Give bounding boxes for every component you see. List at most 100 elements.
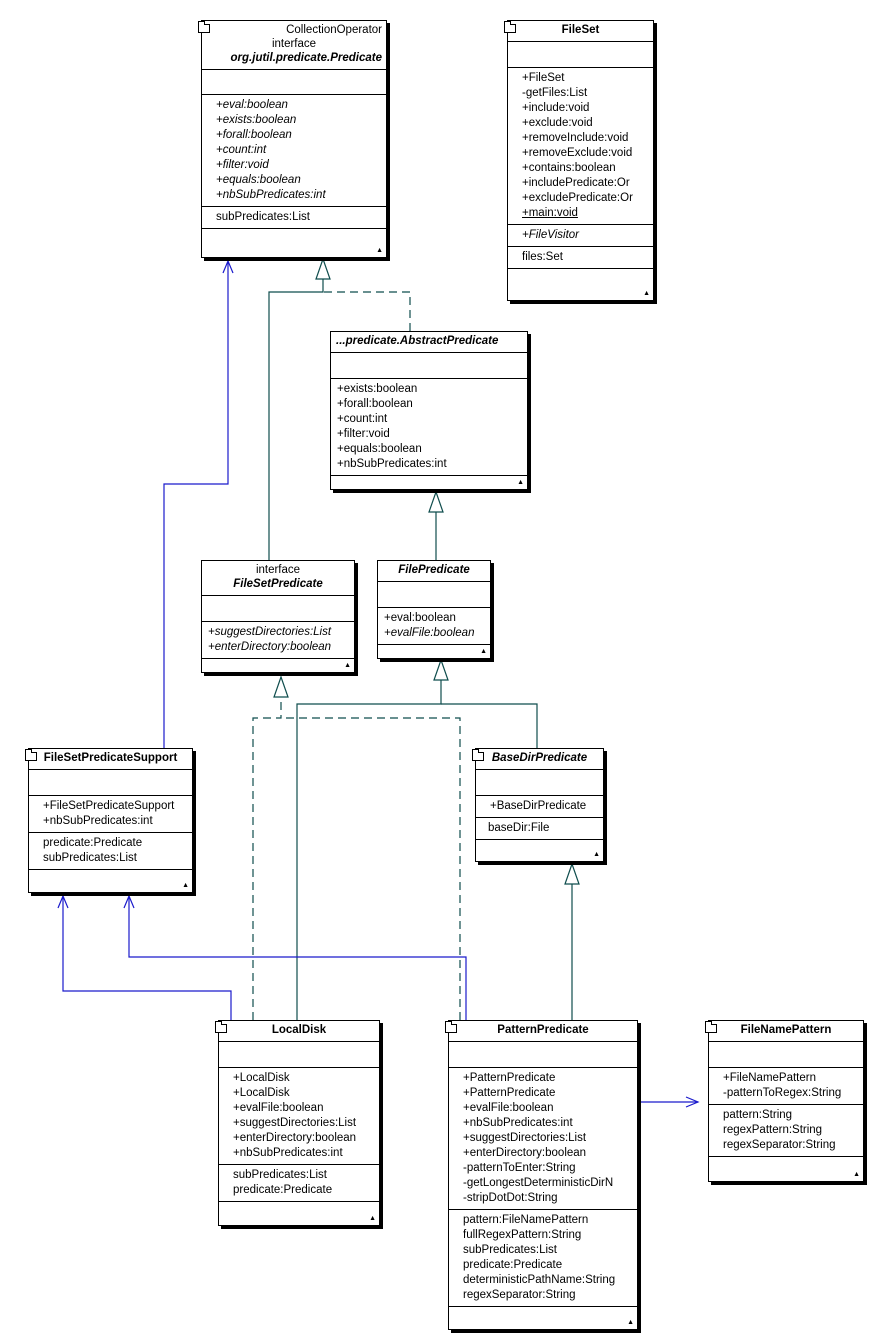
member-item: -patternToEnter:String (463, 1162, 576, 1174)
methods-section: +FileSetPredicateSupport +nbSubPredicates… (29, 796, 192, 833)
edge-abstractpredicate-implements-predicate (323, 291, 411, 331)
methods-section: +exists:boolean+forall:boolean+count:int… (331, 379, 527, 476)
edge-filesetpredicate-extends-predicate (268, 279, 324, 560)
class-header: interface FileSetPredicate (202, 561, 354, 596)
methods-section: +FileSet-getFiles:List+include:void+excl… (508, 68, 653, 225)
association-pattern-to-support (128, 896, 467, 1020)
lock-icon: ▲ (182, 882, 189, 889)
member-item: +forall:boolean (337, 398, 413, 410)
member-item: +eval:boolean (384, 612, 456, 624)
class-filenamepattern[interactable]: FileNamePattern +FileNamePattern-pattern… (705, 1020, 864, 1182)
member-item: regexSeparator:String (723, 1139, 836, 1151)
member-item: +FileNamePattern (723, 1072, 816, 1084)
class-fileset[interactable]: FileSet +FileSet-getFiles:List+include:v… (504, 20, 654, 301)
member-item: subPredicates:List (216, 211, 310, 223)
member-item: regexPattern:String (723, 1124, 823, 1136)
attributes-section (508, 42, 653, 68)
attributes-section (202, 596, 354, 622)
class-filesetpredicatesupport[interactable]: FileSetPredicateSupport +FileSetPredicat… (25, 748, 193, 893)
member-item: +evalFile:boolean (384, 627, 475, 639)
member-item: +count:int (216, 144, 267, 156)
member-item: +filter:void (337, 428, 390, 440)
member-item: +suggestDirectories:List (208, 626, 332, 638)
member-item: +contains:boolean (522, 162, 616, 174)
methods-section: +eval:boolean +exists:boolean +forall:bool… (202, 95, 386, 207)
attributes-section (219, 1042, 379, 1068)
member-item: +removeExclude:void (522, 147, 633, 159)
member-item: pattern:FileNamePattern (463, 1214, 589, 1226)
member-item: predicate:Predicate (43, 837, 143, 849)
member-item: -stripDotDot:String (463, 1192, 558, 1204)
member-item: +enterDirectory:boolean (208, 641, 332, 653)
association-arrowhead-support-2 (123, 894, 135, 909)
member-item: +nbSubPredicates:int (43, 815, 153, 827)
member-item: baseDir:File (488, 822, 550, 834)
methods-section: +FileNamePattern -patternToRegex:String (709, 1068, 863, 1105)
fields-section: predicate:Predicate subPredicates:List (29, 833, 192, 870)
class-name: BaseDirPredicate (491, 752, 588, 764)
member-item: subPredicates:List (43, 852, 137, 864)
member-item: fullRegexPattern:String (463, 1229, 582, 1241)
member-item: +include:void (522, 102, 590, 114)
class-name: FileSetPredicate (233, 578, 323, 590)
member-item: +exists:boolean (216, 114, 297, 126)
methods-section: +BaseDirPredicate (476, 796, 603, 818)
class-predicate[interactable]: CollectionOperator interface org.jutil.p… (198, 20, 387, 258)
class-name: FileSetPredicateSupport (43, 752, 178, 764)
attributes-section (202, 70, 386, 95)
class-header: ...predicate.AbstractPredicate (331, 332, 527, 353)
inner-classes-section: +FileVisitor (508, 225, 653, 247)
class-filepredicate[interactable]: FilePredicate +eval:boolean+evalFile:boo… (377, 560, 491, 659)
member-item: +forall:boolean (216, 129, 292, 141)
lock-icon: ▲ (369, 1215, 376, 1222)
class-localdisk[interactable]: LocalDisk +LocalDisk+LocalDisk+evalFile:… (215, 1020, 380, 1226)
class-abstractpredicate[interactable]: ...predicate.AbstractPredicate +exists:b… (330, 331, 528, 490)
member-item: +removeInclude:void (522, 132, 629, 144)
package-icon (705, 1021, 717, 1033)
member-item: +BaseDirPredicate (490, 800, 587, 812)
member-item: +nbSubPredicates:int (216, 189, 326, 201)
member-item: +FileVisitor (522, 229, 579, 241)
member-item: +equals:boolean (216, 174, 301, 186)
lock-icon: ▲ (376, 247, 383, 254)
class-header: CollectionOperator interface org.jutil.p… (198, 21, 386, 70)
member-item: +enterDirectory:boolean (463, 1147, 587, 1159)
member-item: +eval:boolean (216, 99, 288, 111)
member-item: +nbSubPredicates:int (233, 1147, 343, 1159)
member-item: subPredicates:List (233, 1169, 327, 1181)
member-item: +main:void (522, 207, 578, 219)
member-item: +FileSetPredicateSupport (43, 800, 175, 812)
class-name: ...predicate.AbstractPredicate (336, 335, 499, 347)
class-patternpredicate[interactable]: PatternPredicate +PatternPredicate+Patte… (445, 1020, 638, 1330)
generalization-arrow-filepredicate (433, 658, 449, 681)
class-header: LocalDisk (215, 1021, 379, 1042)
lock-icon: ▲ (643, 290, 650, 297)
member-item: predicate:Predicate (463, 1259, 563, 1271)
class-name: LocalDisk (271, 1024, 327, 1036)
generalization-arrow-abstractpredicate (428, 490, 444, 513)
lock-icon: ▲ (517, 479, 524, 486)
class-basedirpredicate[interactable]: BaseDirPredicate +BaseDirPredicate baseD… (472, 748, 604, 862)
fields-section: pattern:FileNamePattern fullRegexPattern:… (449, 1210, 637, 1307)
member-item: +includePredicate:Or (522, 177, 630, 189)
lock-icon: ▲ (853, 1171, 860, 1178)
member-item: +evalFile:boolean (463, 1102, 554, 1114)
member-item: -getLongestDeterministicDirN (463, 1177, 614, 1189)
class-header: BaseDirPredicate (472, 749, 603, 770)
lock-icon: ▲ (480, 648, 487, 655)
member-item: +suggestDirectories:List (463, 1132, 587, 1144)
generalization-arrow-basedirpredicate (564, 862, 580, 885)
lock-icon: ▲ (344, 662, 351, 669)
member-item: -patternToRegex:String (723, 1087, 842, 1099)
attributes-section (29, 770, 192, 796)
member-item: +enterDirectory:boolean (233, 1132, 357, 1144)
class-filesetpredicate[interactable]: interface FileSetPredicate +suggestDirec… (201, 560, 355, 673)
lock-icon: ▲ (593, 851, 600, 858)
class-header: PatternPredicate (445, 1021, 637, 1042)
attributes-section (331, 353, 527, 379)
generalization-arrow-predicate (315, 257, 331, 280)
member-item: +excludePredicate:Or (522, 192, 633, 204)
fields-section: files:Set (508, 247, 653, 269)
